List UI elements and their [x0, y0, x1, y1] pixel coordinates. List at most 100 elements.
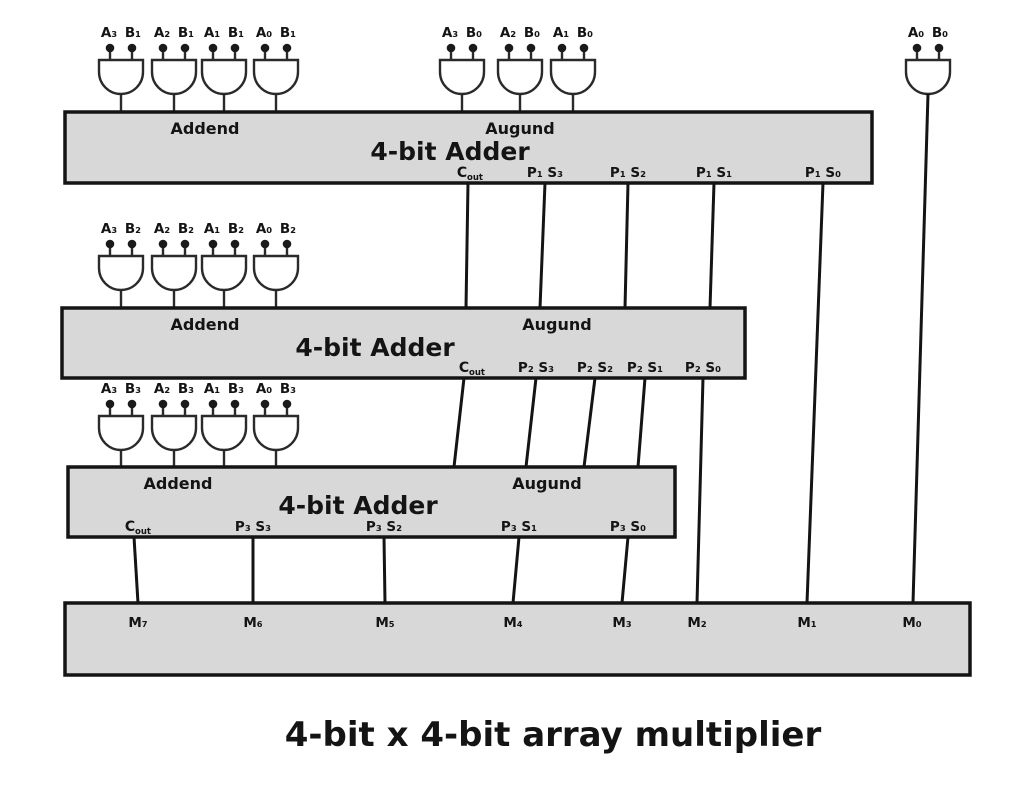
and-gate-a2b0: A₂ B₀	[496, 25, 544, 112]
adder-1-cout-subscript: out	[467, 173, 483, 183]
wire-p2s3-to-adder3	[524, 377, 538, 468]
adder-2-augend-label: Augund	[522, 315, 591, 334]
adder-2-cout-subscript: out	[469, 368, 485, 378]
product-bit-m1: M₁	[797, 615, 816, 631]
adder-1-addend-label: Addend	[171, 119, 240, 138]
product-bit-m4: M₄	[503, 615, 522, 631]
and-gate-icon	[97, 238, 145, 292]
gate-input-label: B₃	[125, 381, 141, 397]
and-gate-a0b0: A₀ B₀	[904, 25, 952, 96]
gate-input-label: B₁	[280, 25, 296, 41]
adder-2-addend-label: Addend	[171, 315, 240, 334]
adder-3-augend-label: Augund	[512, 474, 581, 493]
gate-input-label: A₀	[256, 25, 272, 41]
and-gate-a2b1: A₂ B₁	[150, 25, 198, 112]
and-gate-a1b2: A₁ B₂	[200, 221, 248, 308]
adder-3-sum-p3s3: P₃ S₃	[235, 519, 271, 535]
wire-p2s1-to-adder3	[636, 377, 647, 468]
adder-1-sum-p1s1: P₁ S₁	[696, 165, 732, 181]
adder-3-sum-p3s2: P₃ S₂	[366, 519, 402, 535]
gate-input-label: B₂	[125, 221, 141, 237]
wire-p2s2-to-adder3	[582, 377, 597, 468]
and-gate-icon	[150, 398, 198, 452]
gate-input-label: B₂	[178, 221, 194, 237]
adder-1-sum-p1s2: P₁ S₂	[610, 165, 646, 181]
adder-2-sum-p2s1: P₂ S₁	[627, 360, 663, 376]
and-gate-icon	[150, 42, 198, 96]
and-gate-icon	[97, 398, 145, 452]
adder-2-sum-p2s3: P₂ S₃	[518, 360, 554, 376]
adder-1-cout-label: C	[457, 165, 467, 181]
wire-cout3-to-m7	[132, 536, 140, 604]
wire-p1s0-to-m1	[805, 182, 825, 604]
adder-2-sum-p2s0: P₂ S₀	[685, 360, 721, 376]
and-gate-icon	[97, 42, 145, 96]
product-bit-m3: M₃	[612, 615, 631, 631]
and-gate-icon	[496, 42, 544, 96]
and-gate-a0b1: A₀ B₁	[252, 25, 300, 112]
gate-input-label: B₀	[524, 25, 540, 41]
adder-3-sum-p3s1: P₃ S₁	[501, 519, 537, 535]
gate-input-label: B₂	[228, 221, 244, 237]
product-bit-m0: M₀	[902, 615, 921, 631]
wire-p1s3-to-adder2	[538, 182, 547, 309]
and-gate-a2b3: A₂ B₃	[150, 381, 198, 467]
wire-p1s1-to-adder2	[708, 182, 716, 309]
gate-input-label: A₂	[500, 25, 516, 41]
gate-input-label: A₃	[101, 25, 117, 41]
product-bit-m5: M₅	[375, 615, 394, 631]
gate-input-label: A₁	[204, 221, 220, 237]
gate-input-label: B₀	[466, 25, 482, 41]
wire-p2s0-to-m2	[695, 377, 705, 604]
gate-input-label: A₁	[204, 381, 220, 397]
adder-2-sum-p2s2: P₂ S₂	[577, 360, 613, 376]
and-gate-a1b1: A₁ B₁	[200, 25, 248, 112]
wire-cout1-to-adder2	[464, 182, 470, 309]
and-gate-icon	[904, 42, 952, 96]
gate-input-label: B₂	[280, 221, 296, 237]
adder-2-box	[60, 306, 747, 380]
product-bit-m6: M₆	[243, 615, 262, 631]
gate-input-label: A₃	[442, 25, 458, 41]
product-bit-m2: M₂	[687, 615, 706, 631]
and-gate-a0b2: A₀ B₂	[252, 221, 300, 308]
gate-input-label: A₁	[553, 25, 569, 41]
adder-3-cout-label: C	[125, 519, 135, 535]
gate-input-label: A₀	[256, 381, 272, 397]
and-gate-icon	[150, 238, 198, 292]
gate-input-label: A₀	[256, 221, 272, 237]
adder-2: Addend 4-bit Adder Augund C out P₂ S₃ P₂…	[60, 306, 747, 380]
gate-input-label: B₁	[125, 25, 141, 41]
adder-3-title: 4-bit Adder	[278, 491, 438, 520]
wire-p3s2-to-m5	[382, 536, 387, 604]
adder-2-title: 4-bit Adder	[295, 333, 455, 362]
and-gate-a1b3: A₁ B₃	[200, 381, 248, 467]
gate-input-label: B₃	[280, 381, 296, 397]
adder-3-sum-p3s0: P₃ S₀	[610, 519, 646, 535]
gate-input-label: A₀	[908, 25, 924, 41]
diagram-title: 4-bit x 4-bit array multiplier	[285, 715, 822, 755]
and-gate-a2b2: A₂ B₂	[150, 221, 198, 308]
and-gate-a3b1: A₃ B₁	[97, 25, 145, 112]
product-register: M₇ M₆ M₅ M₄ M₃ M₂ M₁ M₀	[63, 601, 972, 677]
adder-3-box	[66, 465, 677, 539]
and-gate-icon	[200, 42, 248, 96]
and-gate-icon	[252, 42, 300, 96]
and-gate-a0b3: A₀ B₃	[252, 381, 300, 467]
and-gate-a3b2: A₃ B₂	[97, 221, 145, 308]
wire-p3s0-to-m3	[620, 536, 630, 604]
and-gate-icon	[200, 238, 248, 292]
adder-1-sum-p1s0: P₁ S₀	[805, 165, 841, 181]
adder-1-box	[63, 110, 874, 185]
gate-input-label: B₃	[178, 381, 194, 397]
wire-cout2-to-adder3	[452, 377, 466, 468]
wire-p3s1-to-m4	[511, 536, 521, 604]
product-register-box	[63, 601, 972, 677]
adder-1-title: 4-bit Adder	[370, 137, 530, 166]
gate-input-label: A₃	[101, 381, 117, 397]
adder-3-addend-label: Addend	[144, 474, 213, 493]
gate-input-label: A₁	[204, 25, 220, 41]
adder-2-cout-label: C	[459, 360, 469, 376]
and-gate-icon	[549, 42, 597, 96]
